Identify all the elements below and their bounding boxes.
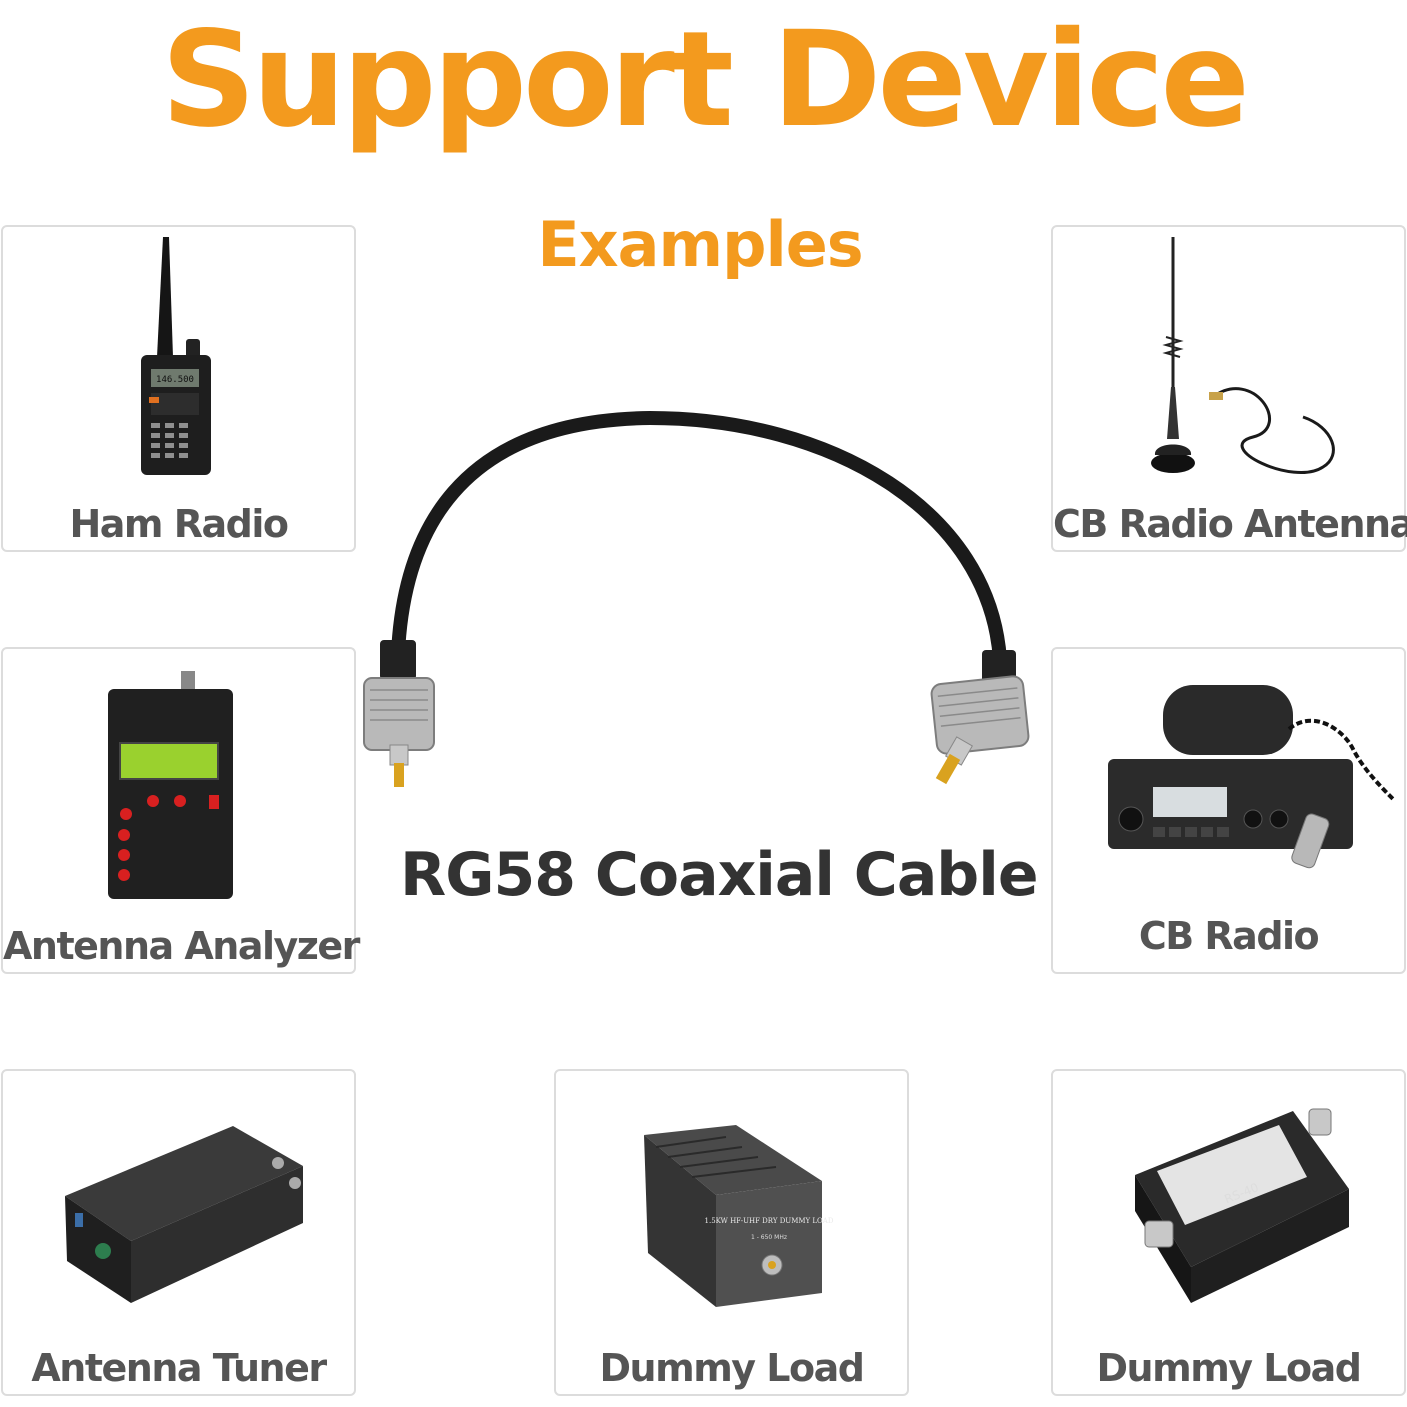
device-label: Antenna Tuner [31, 1346, 327, 1390]
device-card-dummy-load-meter: RS-40 Dummy Load [1051, 1069, 1406, 1396]
dummy-load-plate-text: 1.5KW HF-UHF DRY DUMMY LOAD [705, 1217, 834, 1225]
magnetic-antenna-icon [1151, 237, 1335, 474]
device-card-dummy-load: 1.5KW HF-UHF DRY DUMMY LOAD 1 - 650 MHz … [554, 1069, 909, 1396]
device-label: CB Radio Antenna [1053, 502, 1407, 546]
cable-label: RG58 Coaxial Cable [400, 840, 1039, 910]
device-card-cb-radio: CB Radio [1051, 647, 1406, 974]
device-label: Dummy Load [1096, 1346, 1362, 1390]
device-card-antenna-tuner: Antenna Tuner [1, 1069, 356, 1396]
cb-radio-icon [1108, 685, 1395, 869]
device-label: Antenna Analyzer [3, 924, 360, 968]
device-label: Dummy Load [599, 1346, 865, 1390]
radio-screen-text: 146.500 [156, 375, 194, 385]
handheld-radio-icon: 146.500 [141, 237, 211, 475]
swr-meter-icon: RS-40 [1135, 1108, 1349, 1303]
device-card-antenna-analyzer: Antenna Analyzer [1, 647, 360, 974]
dummy-load-icon: 1.5KW HF-UHF DRY DUMMY LOAD 1 - 650 MHz [644, 1125, 834, 1307]
antenna-analyzer-icon [108, 671, 233, 899]
device-card-cb-radio-antenna: CB Radio Antenna [1051, 225, 1407, 552]
antenna-tuner-icon [65, 1126, 303, 1303]
coaxial-cable-icon [363, 410, 1030, 787]
device-label: CB Radio [1138, 914, 1320, 958]
page-subtitle: Examples [537, 208, 863, 281]
dummy-load-range-text: 1 - 650 MHz [751, 1234, 787, 1241]
device-label: Ham Radio [69, 502, 289, 546]
page-title: Support Device [160, 3, 1250, 157]
device-card-ham-radio: 146.500 Ham Radio [1, 225, 356, 552]
